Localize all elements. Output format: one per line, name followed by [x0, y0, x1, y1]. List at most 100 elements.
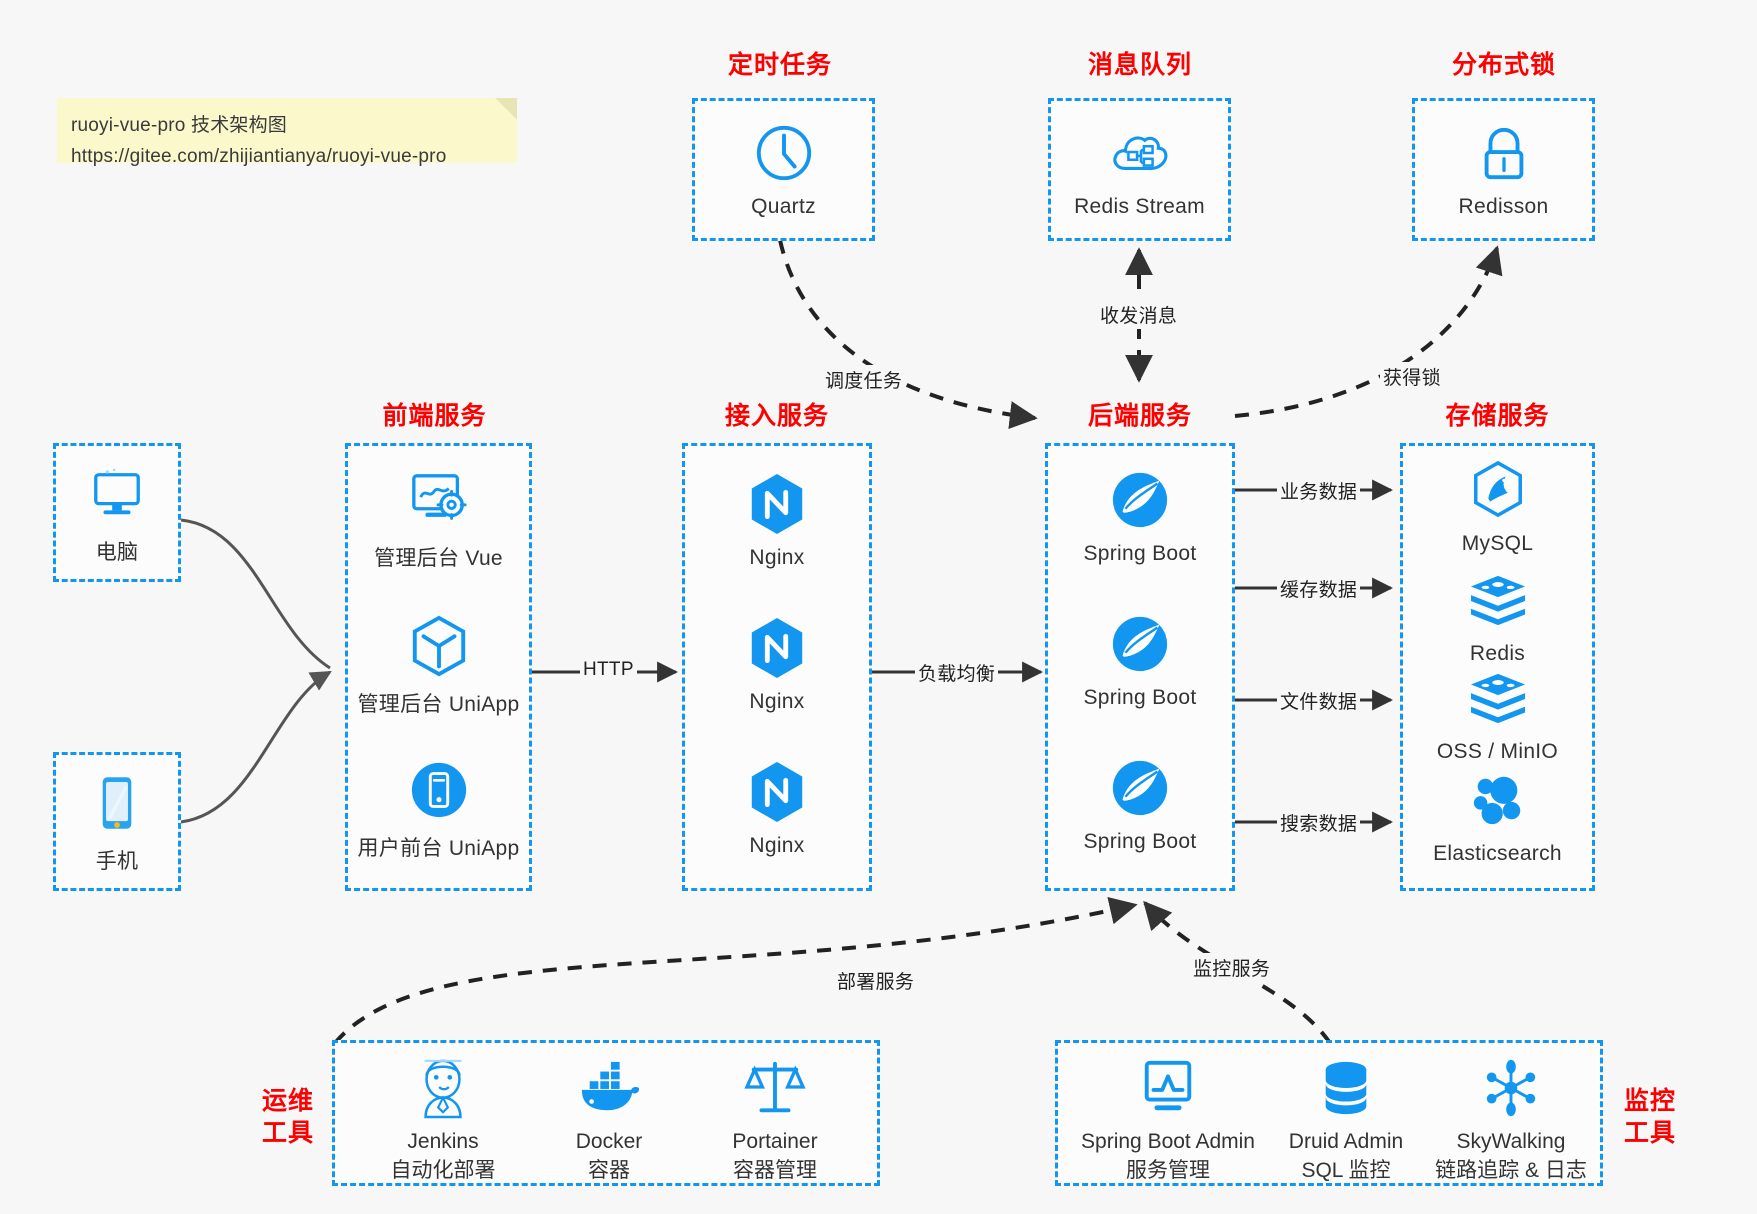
edge-label-search-data: 搜索数据: [1277, 808, 1361, 837]
node-redis[interactable]: Redis: [1403, 568, 1592, 666]
dashboard-gear-icon: [348, 468, 529, 532]
node-mysql[interactable]: MySQL: [1403, 458, 1592, 556]
node-spring-boot-admin[interactable]: Spring Boot Admin 服务管理: [1068, 1055, 1268, 1185]
node-label: SkyWalking: [1456, 1130, 1566, 1153]
node-admin-uniapp[interactable]: 管理后台 UniApp: [348, 614, 529, 718]
node-label: Quartz: [751, 195, 816, 218]
jenkins-icon: [363, 1055, 523, 1121]
node-label: Jenkins: [407, 1130, 479, 1153]
node-nginx-3[interactable]: Nginx: [685, 760, 869, 858]
mysql-icon: [1403, 458, 1592, 522]
node-sublabel: 服务管理: [1126, 1159, 1210, 1182]
node-label: Spring Boot: [1083, 686, 1197, 709]
node-portainer[interactable]: Portainer 容器管理: [695, 1055, 855, 1185]
edge-label-schedule-task: 调度任务: [822, 365, 906, 394]
node-spring-boot-3[interactable]: Spring Boot: [1048, 756, 1232, 854]
node-mobile[interactable]: 手机: [56, 771, 178, 875]
spring-boot-icon: [1048, 468, 1232, 532]
note-line-url: https://gitee.com/zhijiantianya/ruoyi-vu…: [71, 146, 447, 167]
node-admin-vue[interactable]: 管理后台 Vue: [348, 468, 529, 572]
clock-icon: [695, 121, 872, 185]
node-redisson[interactable]: Redisson: [1415, 121, 1592, 219]
group-title-message-queue: 消息队列: [1087, 51, 1192, 79]
node-spring-boot-1[interactable]: Spring Boot: [1048, 468, 1232, 566]
edge-label-business-data: 业务数据: [1277, 476, 1361, 505]
skywalking-icon: [1416, 1055, 1606, 1121]
node-label: MySQL: [1461, 532, 1534, 555]
group-title-backend: 后端服务: [1087, 402, 1192, 430]
node-label: Spring Boot: [1083, 542, 1197, 565]
group-title-gateway: 接入服务: [724, 402, 829, 430]
node-sublabel: 容器管理: [733, 1159, 817, 1182]
group-box-message-queue: Redis Stream: [1048, 98, 1231, 241]
node-label: 管理后台 UniApp: [357, 693, 520, 716]
node-label: Spring Boot: [1083, 830, 1197, 853]
node-spring-boot-2[interactable]: Spring Boot: [1048, 612, 1232, 710]
node-oss-minio[interactable]: OSS / MinIO: [1403, 666, 1592, 764]
monitor-chart-icon: [1068, 1055, 1268, 1121]
devops-title-line2: 工具: [261, 1119, 314, 1147]
node-user-uniapp[interactable]: 用户前台 UniApp: [348, 758, 529, 862]
node-label: Nginx: [749, 546, 805, 569]
node-quartz[interactable]: Quartz: [695, 121, 872, 219]
node-label: Redis: [1469, 642, 1526, 665]
node-label: 手机: [95, 850, 139, 873]
mobile-circle-icon: [348, 758, 529, 822]
node-skywalking[interactable]: SkyWalking 链路追踪 & 日志: [1416, 1055, 1606, 1185]
edge-label-acquire-lock: 获得锁: [1380, 362, 1444, 391]
cube-icon: [348, 614, 529, 678]
node-sublabel: 链路追踪 & 日志: [1435, 1159, 1587, 1182]
group-box-devops: Jenkins 自动化部署 Docker 容器: [332, 1040, 880, 1186]
nginx-icon: [685, 616, 869, 680]
node-nginx-1[interactable]: Nginx: [685, 472, 869, 570]
node-label: Nginx: [749, 834, 805, 857]
node-label: OSS / MinIO: [1436, 740, 1559, 763]
group-title-distributed-lock: 分布式锁: [1451, 51, 1556, 79]
node-sublabel: SQL 监控: [1301, 1159, 1391, 1182]
node-desktop[interactable]: 电脑: [56, 462, 178, 566]
node-sublabel: 自动化部署: [390, 1159, 496, 1182]
edge-label-file-data: 文件数据: [1277, 686, 1361, 715]
scales-icon: [695, 1055, 855, 1121]
edge-label-monitor-service: 监控服务: [1190, 953, 1274, 982]
node-nginx-2[interactable]: Nginx: [685, 616, 869, 714]
group-box-gateway: Nginx Nginx Nginx: [682, 443, 872, 891]
group-title-scheduled-task: 定时任务: [727, 51, 832, 79]
node-sublabel: 容器: [588, 1159, 630, 1182]
devops-title-line1: 运维: [261, 1087, 314, 1115]
node-elasticsearch[interactable]: Elasticsearch: [1403, 768, 1592, 866]
nginx-icon: [685, 472, 869, 536]
group-title-storage: 存储服务: [1445, 402, 1550, 430]
docker-icon: [529, 1055, 689, 1121]
group-box-storage: MySQL Redis: [1400, 443, 1595, 891]
group-title-frontend: 前端服务: [382, 402, 487, 430]
edge-label-cache-data: 缓存数据: [1277, 574, 1361, 603]
group-box-scheduled-task: Quartz: [692, 98, 875, 241]
node-label: 用户前台 UniApp: [357, 837, 520, 860]
node-label: Docker: [575, 1130, 643, 1153]
group-box-client-mobile: 手机: [53, 752, 181, 891]
node-druid-admin[interactable]: Druid Admin SQL 监控: [1256, 1055, 1436, 1185]
spring-boot-icon: [1048, 612, 1232, 676]
node-jenkins[interactable]: Jenkins 自动化部署: [363, 1055, 523, 1185]
elasticsearch-icon: [1403, 768, 1592, 832]
group-title-devops: 运维 工具: [258, 1085, 318, 1149]
group-box-distributed-lock: Redisson: [1412, 98, 1595, 241]
group-title-monitoring: 监控 工具: [1620, 1085, 1680, 1149]
redis-icon: [1403, 666, 1592, 730]
node-label: Redis Stream: [1074, 195, 1205, 218]
group-box-monitoring: Spring Boot Admin 服务管理 Druid Admin SQL 监…: [1055, 1040, 1603, 1186]
group-box-client-desktop: 电脑: [53, 443, 181, 582]
desktop-icon: [56, 462, 178, 526]
node-label: 电脑: [95, 541, 139, 564]
node-docker[interactable]: Docker 容器: [529, 1055, 689, 1185]
edge-label-load-balance: 负载均衡: [915, 658, 999, 687]
diagram-note: ruoyi-vue-pro 技术架构图 https://gitee.com/zh…: [57, 98, 517, 167]
node-redis-stream[interactable]: Redis Stream: [1051, 121, 1228, 219]
cloud-network-icon: [1051, 121, 1228, 185]
node-label: Druid Admin: [1288, 1130, 1404, 1153]
edge-label-http: HTTP: [580, 658, 637, 682]
group-box-frontend: 管理后台 Vue 管理后台 UniApp 用户前台 UniApp: [345, 443, 532, 891]
database-icon: [1256, 1055, 1436, 1121]
